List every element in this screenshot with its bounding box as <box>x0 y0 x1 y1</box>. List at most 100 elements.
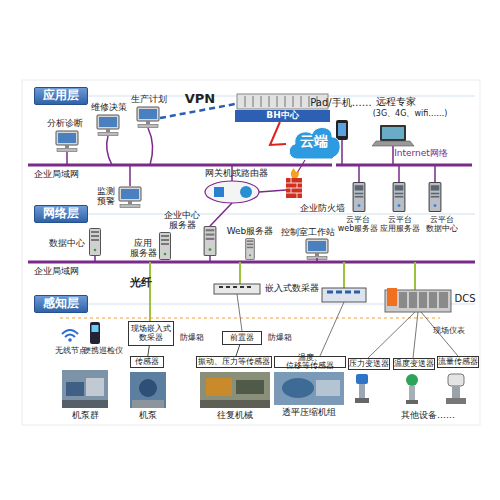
layer-tab: 网络层 <box>34 205 88 223</box>
text-label: 企业中心 服务器 <box>162 210 202 231</box>
application-layer <box>291 168 299 178</box>
application-layer <box>28 94 472 226</box>
perception-layer <box>62 322 466 408</box>
application-layer <box>240 186 252 198</box>
network-layer <box>439 292 448 308</box>
application-layer <box>137 107 159 128</box>
perception-layer <box>448 374 464 386</box>
network-layer <box>150 262 415 321</box>
node-text: 温度、位移等传感器 <box>275 354 345 371</box>
text-label: 监测 预警 <box>95 186 117 207</box>
text-label: 云平台 应用服务器 <box>378 215 422 233</box>
network-layer <box>95 256 317 262</box>
perception-layer <box>356 374 368 384</box>
perception-layer <box>90 322 100 344</box>
page-frame <box>22 80 480 425</box>
node-text: BH中心 <box>266 111 298 121</box>
node-text: 应用层 <box>43 89 79 102</box>
network-layer <box>90 229 101 256</box>
node-text: 振动、压力等传感器 <box>198 358 270 366</box>
perception-layer <box>139 379 157 397</box>
perception-layer <box>282 378 314 398</box>
text-label: 嵌入式数采器 <box>262 283 322 293</box>
application-layer <box>286 178 302 198</box>
perception-layer <box>446 398 466 404</box>
application-layer <box>119 187 141 208</box>
application-layer <box>205 181 259 203</box>
network-layer <box>387 288 397 306</box>
text-label: (3G、4G、wifi……) <box>360 109 460 118</box>
text-label: 远程专家 <box>366 96 426 108</box>
text-label: 应用 服务器 <box>128 238 158 259</box>
label-box: 压力变送器 <box>348 358 390 370</box>
connector <box>236 345 240 356</box>
text-label: Internet网络 <box>384 148 458 158</box>
application-layer <box>160 104 235 118</box>
perception-layer <box>452 386 460 400</box>
node-text: 网络层 <box>43 207 79 220</box>
network-layer <box>28 227 475 358</box>
perception-layer <box>355 398 369 403</box>
connector <box>148 346 149 356</box>
node-text: 云端 <box>300 134 328 149</box>
perception-layer <box>359 384 365 398</box>
network-layer <box>60 317 440 318</box>
collector-box: 现场嵌入式 数采器 <box>128 321 174 346</box>
connector <box>270 122 286 145</box>
application-layer <box>380 125 406 141</box>
perception-layer <box>206 378 232 396</box>
application-layer <box>66 152 68 165</box>
page-frame <box>88 214 475 215</box>
text-label: 生产计划 <box>124 94 174 104</box>
layer-tab: 应用层 <box>34 87 88 105</box>
perception-layer <box>68 338 72 342</box>
text-label: 现场仪表 <box>428 326 470 335</box>
network-layer <box>219 286 251 288</box>
text-label: 便携巡检仪 <box>80 346 126 355</box>
label-box: 前置器 <box>222 331 262 345</box>
text-label: 云平台 web服务器 <box>336 215 380 233</box>
cloud-shape: 云端 <box>286 122 342 162</box>
text-label: 维修决策 <box>84 102 134 112</box>
label-box: 传感器 <box>130 356 164 368</box>
perception-layer <box>62 330 78 337</box>
layer-tab: 感知层 <box>34 295 88 313</box>
application-layer <box>359 165 435 182</box>
application-layer <box>259 190 286 192</box>
application-layer <box>214 187 224 197</box>
label-box: 温度变送器 <box>393 358 435 370</box>
node-text: 传感器 <box>135 358 159 367</box>
node-text: 压力变送器 <box>349 360 389 369</box>
application-layer <box>210 203 232 226</box>
label-box: 流量传感器 <box>437 356 479 368</box>
perception-layer <box>130 372 166 408</box>
text-label: 透平压缩机组 <box>276 407 342 417</box>
node-text: 温度变送器 <box>394 360 434 369</box>
text-label: 机泵群 <box>60 410 110 420</box>
application-layer <box>429 183 441 212</box>
application-layer <box>336 164 472 167</box>
perception-layer <box>132 400 164 408</box>
text-label: 光纤 <box>126 277 156 290</box>
text-label: 机泵 <box>128 410 168 420</box>
application-layer <box>372 141 414 146</box>
text-label: 防爆箱 <box>263 333 297 342</box>
network-layer <box>237 294 458 358</box>
network-layer <box>429 292 437 308</box>
network-layer <box>246 238 255 259</box>
text-label: VPN <box>178 92 222 107</box>
text-label: Web服务器 <box>222 226 278 236</box>
network-layer <box>419 292 427 308</box>
perception-layer <box>66 382 84 396</box>
application-layer <box>28 164 332 167</box>
perception-layer <box>274 372 344 405</box>
network-layer <box>327 291 360 294</box>
network-layer <box>204 227 216 256</box>
application-layer <box>148 128 153 165</box>
text-label: 往复机械 <box>210 410 260 420</box>
perception-layer <box>316 380 340 396</box>
